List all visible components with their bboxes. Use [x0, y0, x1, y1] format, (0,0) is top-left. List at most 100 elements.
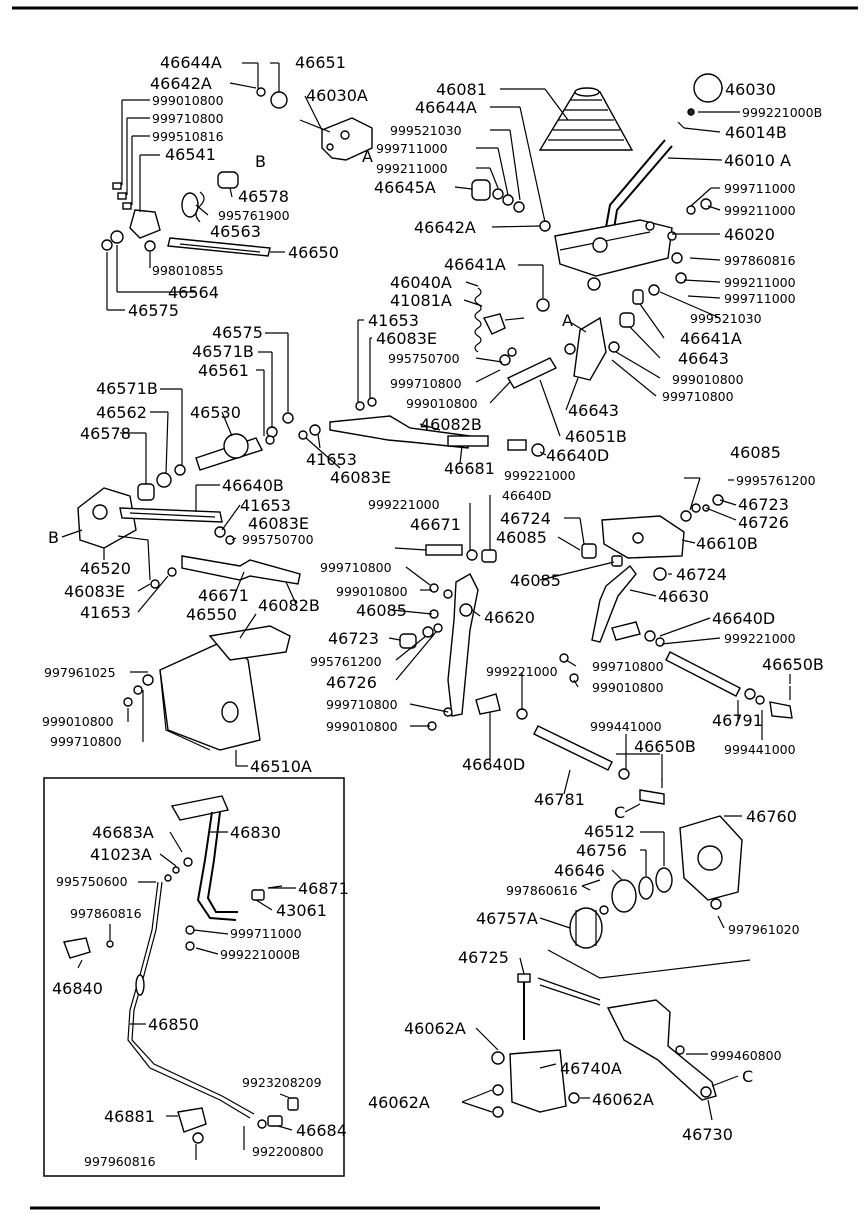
label-46083E-c: 46083E — [248, 514, 309, 533]
label-41653-d: 41653 — [80, 603, 131, 622]
label-997961025: 997961025 — [44, 665, 116, 680]
label-997961020: 997961020 — [728, 922, 800, 937]
label-46650: 46650 — [288, 243, 339, 262]
shaft-46051B-drawing — [507, 343, 576, 389]
label-999710800-c: 999710800 — [662, 389, 734, 404]
label-46651: 46651 — [295, 53, 346, 72]
label-46643-b: 46643 — [568, 401, 619, 420]
inset-box — [43, 777, 345, 1177]
label-46062A-a: 46062A — [404, 1019, 466, 1038]
bracket-46610B-drawing — [601, 494, 724, 559]
parts-46881-46684-drawing — [177, 1097, 299, 1144]
label-995761900: 995761900 — [218, 208, 290, 223]
label-46871: 46871 — [298, 879, 349, 898]
part-labels: 46644A 46651 46642A 46030A 999010800 999… — [42, 53, 824, 1169]
label-46520: 46520 — [80, 559, 131, 578]
label-46085-b: 46085 — [510, 571, 561, 590]
washers-41653-cluster-drawing — [355, 347, 517, 411]
label-41653-a: 41653 — [368, 311, 419, 330]
label-46881: 46881 — [104, 1107, 155, 1126]
pivot-bracket-46643-drawing — [536, 277, 635, 381]
label-999221000-d: 999221000 — [486, 664, 558, 679]
label-46510A: 46510A — [250, 757, 312, 776]
label-46757A: 46757A — [476, 909, 538, 928]
label-46571B-b: 46571B — [96, 379, 158, 398]
shaft-lever-46730-drawing — [539, 949, 751, 1101]
label-46020: 46020 — [724, 225, 775, 244]
label-999010800-c: 999010800 — [672, 372, 744, 387]
bracket-46030A-drawing — [299, 117, 373, 161]
label-999221000-b: 999221000 — [368, 497, 440, 512]
label-41023A: 41023A — [90, 845, 152, 864]
label-C-1: C — [614, 803, 625, 822]
label-46081: 46081 — [436, 80, 487, 99]
label-46724-a: 46724 — [500, 509, 551, 528]
label-46085-a: 46085 — [496, 528, 547, 547]
label-997860616: 997860616 — [506, 883, 578, 898]
label-46726-b: 46726 — [326, 673, 377, 692]
bracket-46520-drawing — [77, 487, 160, 589]
housing-46020-drawing — [554, 219, 677, 277]
label-46630: 46630 — [658, 587, 709, 606]
boot-46081-drawing — [538, 87, 634, 151]
nut-46651-drawing — [270, 91, 288, 109]
label-46840: 46840 — [52, 979, 103, 998]
label-46650B-a: 46650B — [762, 655, 824, 674]
label-46723-a: 46723 — [738, 495, 789, 514]
label-999441000-b: 999441000 — [724, 742, 796, 757]
label-C-2: C — [742, 1067, 753, 1086]
label-999010800-d: 999010800 — [336, 584, 408, 599]
label-43061: 43061 — [276, 901, 327, 920]
spring-46563-drawing — [181, 171, 239, 223]
label-999710800-e: 999710800 — [592, 659, 664, 674]
label-999221000-c: 999221000 — [724, 631, 796, 646]
label-999710800-a: 999710800 — [152, 111, 224, 126]
label-999010800-b: 999010800 — [406, 396, 478, 411]
label-46010A: 46010 A — [724, 151, 791, 170]
cable-46850-drawing — [127, 881, 255, 1119]
label-46684: 46684 — [296, 1121, 347, 1140]
label-999710800-d: 999710800 — [320, 560, 392, 575]
label-999710800-b: 999710800 — [390, 376, 462, 391]
knob-46030-drawing — [677, 73, 723, 129]
label-46671-a: 46671 — [410, 515, 461, 534]
rod-46791-drawing — [611, 621, 793, 719]
label-46724-b: 46724 — [676, 565, 727, 584]
bracket-46840-drawing — [63, 937, 114, 959]
label-46645A: 46645A — [374, 178, 436, 197]
label-46541: 46541 — [165, 145, 216, 164]
washer-46644A-drawing — [256, 87, 266, 97]
label-46640D-d: 46640D — [462, 755, 525, 774]
label-995750600: 995750600 — [56, 874, 128, 889]
parts-43061-46871-drawing — [185, 885, 283, 951]
label-46550: 46550 — [186, 605, 237, 624]
label-46642A-b: 46642A — [414, 218, 476, 237]
label-46530: 46530 — [190, 403, 241, 422]
label-999710800-g: 999710800 — [326, 697, 398, 712]
label-46791: 46791 — [712, 711, 763, 730]
bushing-46757A-drawing — [569, 905, 609, 949]
leader-lines — [61, 62, 791, 1160]
label-999221000B-b: 999221000B — [220, 947, 300, 962]
label-46083E-b: 46083E — [330, 468, 391, 487]
label-A-2: A — [562, 311, 573, 330]
label-999010800-a: 999010800 — [152, 93, 224, 108]
label-46760: 46760 — [746, 807, 797, 826]
label-999510816: 999510816 — [152, 129, 224, 144]
label-999711000-d: 999711000 — [230, 926, 302, 941]
washers-999710800-right-drawing — [559, 653, 579, 683]
label-999211000-b: 999211000 — [724, 203, 796, 218]
label-46850: 46850 — [148, 1015, 199, 1034]
label-995750700-b: 995750700 — [242, 532, 314, 547]
label-46578-a: 46578 — [238, 187, 289, 206]
rod-46082B-drawing — [298, 415, 545, 457]
label-46643-a: 46643 — [678, 349, 729, 368]
label-997960816: 997960816 — [84, 1154, 156, 1169]
label-46620: 46620 — [484, 608, 535, 627]
label-999710800-f: 999710800 — [50, 734, 122, 749]
label-999211000-a: 999211000 — [376, 161, 448, 176]
spring-46040A-drawing — [474, 287, 525, 353]
label-46571B-a: 46571B — [192, 342, 254, 361]
label-999010800-e: 999010800 — [592, 680, 664, 695]
